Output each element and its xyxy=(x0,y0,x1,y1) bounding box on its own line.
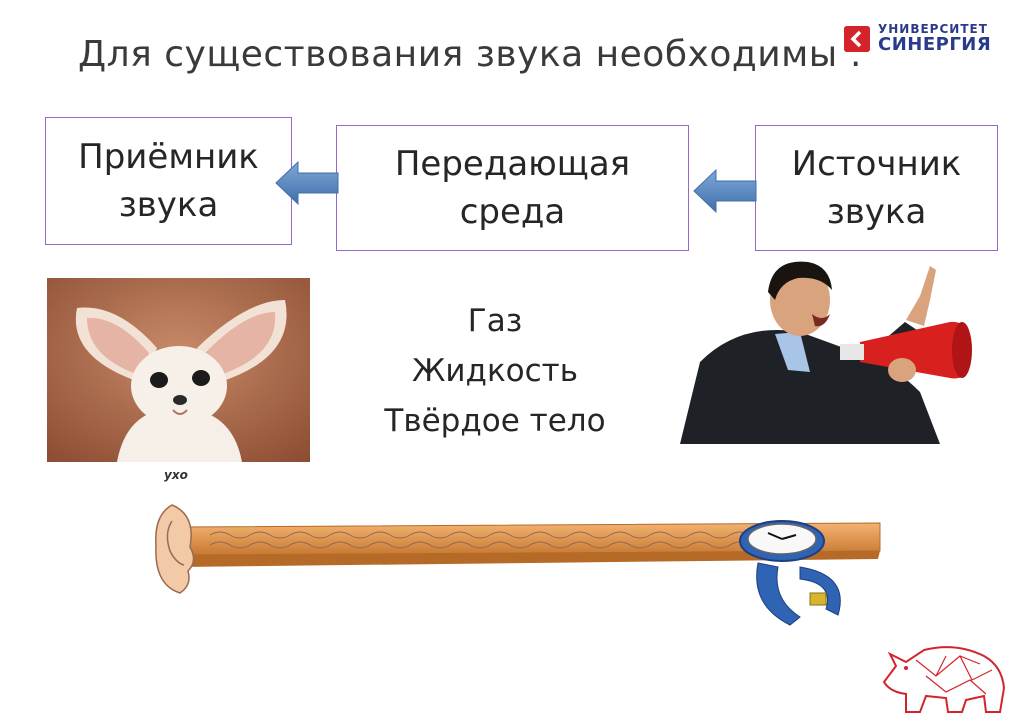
receiver-label: Приёмник звука xyxy=(78,133,259,229)
source-label: Источник звука xyxy=(792,140,962,236)
arrow-left-icon xyxy=(274,160,340,206)
logo-line-2: СИНЕРГИЯ xyxy=(878,34,991,55)
media-item-gas: Газ xyxy=(350,296,640,346)
media-item-liquid: Жидкость xyxy=(350,346,640,396)
fennec-fox-photo xyxy=(47,278,310,462)
slide-title: Для существования звука необходимы : xyxy=(78,34,862,75)
source-box: Источник звука xyxy=(755,125,998,251)
medium-box: Передающая среда xyxy=(336,125,689,251)
man-with-megaphone-photo xyxy=(680,252,980,444)
media-list: Газ Жидкость Твёрдое тело xyxy=(350,296,640,446)
ear-board-watch-illustration xyxy=(150,475,890,635)
medium-label: Передающая среда xyxy=(395,140,630,236)
university-logo: УНИВЕРСИТЕТ СИНЕРГИЯ xyxy=(844,22,1004,54)
receiver-box: Приёмник звука xyxy=(45,117,292,245)
rhino-ornament-icon xyxy=(876,636,1011,716)
media-item-solid: Твёрдое тело xyxy=(350,396,640,446)
synergy-logo-icon xyxy=(844,26,870,52)
arrow-left-icon xyxy=(692,168,758,214)
